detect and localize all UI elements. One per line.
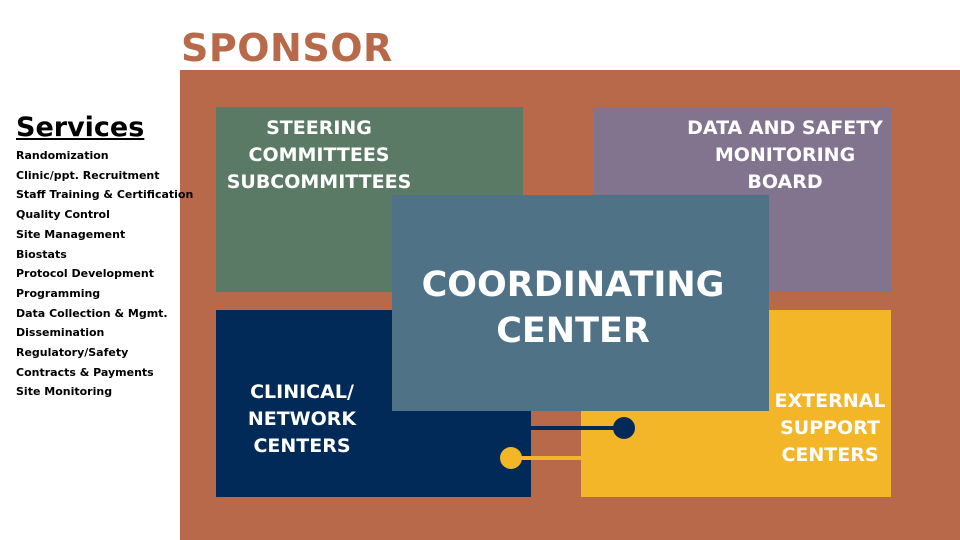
- service-item: Protocol Development: [16, 267, 154, 281]
- coordinating-center-box: [392, 195, 769, 411]
- service-item: Randomization: [16, 149, 109, 162]
- service-item: Data Collection & Mgmt.: [16, 306, 168, 320]
- service-item: Site Management: [16, 227, 126, 241]
- external-support-label: EXTERNAL SUPPORT CENTERS: [774, 390, 886, 466]
- service-item: Regulatory/Safety: [16, 346, 129, 360]
- service-item: Clinic/ppt. Recruitment: [16, 168, 160, 182]
- dsmb-label: DATA AND SAFETY MONITORING BOARD: [687, 117, 883, 193]
- service-item: Quality Control: [16, 208, 110, 222]
- service-item: Biostats: [16, 247, 67, 261]
- service-item: Site Monitoring: [16, 385, 113, 399]
- service-item: Programming: [16, 286, 101, 300]
- service-item: Staff Training & Certification: [16, 188, 194, 202]
- steering-committees-label: STEERING COMMITTEES SUBCOMMITTEES: [226, 117, 412, 193]
- services-title: Services: [16, 112, 145, 143]
- services-list: Randomization Clinic/ppt. Recruitment St…: [16, 146, 193, 402]
- sponsor-title: SPONSOR: [181, 26, 393, 70]
- service-item: Contracts & Payments: [16, 365, 154, 379]
- service-item: Dissemination: [16, 326, 105, 340]
- coordinating-center-label: COORDINATING CENTER: [421, 265, 725, 351]
- clinical-centers-label: CLINICAL/ NETWORK CENTERS: [247, 381, 357, 457]
